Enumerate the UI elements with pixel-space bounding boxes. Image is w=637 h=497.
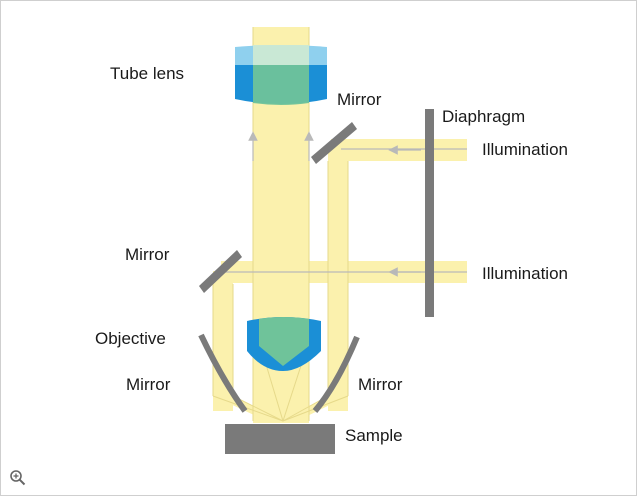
- mirror-left: [199, 250, 242, 293]
- label-diaphragm: Diaphragm: [442, 107, 525, 126]
- diaphragm-bar: [425, 109, 434, 317]
- mirror-lower-right: [312, 335, 360, 413]
- objective-lens: [247, 317, 321, 371]
- label-sample: Sample: [345, 426, 403, 445]
- label-mirror-lower-left: Mirror: [126, 375, 171, 394]
- mirror-lower-left: [198, 333, 248, 413]
- label-illumination-bottom: Illumination: [482, 264, 568, 283]
- label-tube-lens: Tube lens: [110, 64, 184, 83]
- label-illumination-top: Illumination: [482, 140, 568, 159]
- sample-block: [225, 424, 335, 454]
- label-objective: Objective: [95, 329, 166, 348]
- curved-mirrors: [198, 333, 360, 413]
- label-mirror-left: Mirror: [125, 245, 170, 264]
- beam-down-left: [213, 271, 233, 411]
- label-mirror-lower-right: Mirror: [358, 375, 403, 394]
- mirror-upper: [311, 122, 357, 164]
- optical-components: [199, 109, 434, 454]
- magnifier-plus-icon[interactable]: [9, 469, 27, 487]
- tube-lens: [235, 45, 327, 105]
- label-mirror-top: Mirror: [337, 90, 382, 109]
